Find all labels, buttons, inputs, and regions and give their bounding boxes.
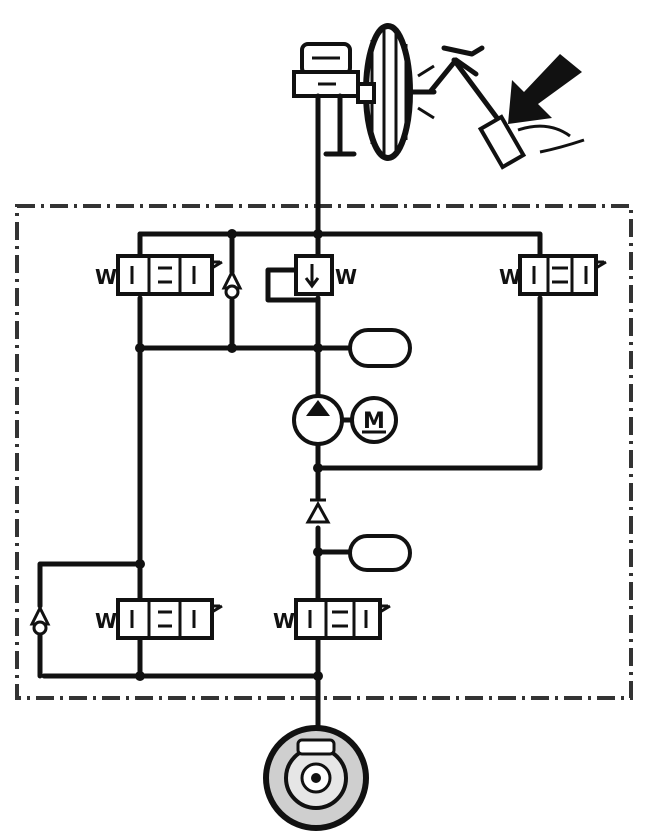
valve-label: W bbox=[335, 265, 357, 289]
check-valve-icon bbox=[305, 498, 331, 524]
accumulator-icon bbox=[348, 534, 412, 572]
valve-label: W bbox=[273, 609, 295, 633]
solenoid-valve-upper-right: W bbox=[499, 254, 607, 296]
valve-label: W bbox=[95, 265, 117, 289]
master-cylinder-icon bbox=[292, 42, 360, 98]
solenoid-valve-upper-left: W bbox=[95, 254, 223, 296]
solenoid-valve-lower-left: W bbox=[95, 598, 223, 640]
control-unit-boundary bbox=[15, 204, 633, 700]
motor-icon: M bbox=[350, 396, 398, 444]
accumulator-icon bbox=[348, 328, 412, 368]
check-valve-icon bbox=[29, 604, 51, 636]
brake-lines bbox=[37, 93, 543, 747]
brake-pedal-icon bbox=[427, 45, 527, 170]
valve-label: W bbox=[499, 265, 521, 289]
line-junctions bbox=[135, 229, 323, 681]
solenoid-valve-upper-middle: W bbox=[294, 254, 357, 296]
pump-icon bbox=[292, 394, 344, 446]
pressure-arrow-icon bbox=[508, 54, 585, 154]
solenoid-valve-lower-middle: W bbox=[273, 598, 391, 640]
motor-label: M bbox=[363, 409, 385, 434]
brake-booster-icon bbox=[356, 23, 437, 161]
check-valve-icon bbox=[221, 268, 243, 300]
valve-label: W bbox=[95, 609, 117, 633]
wheel-brake-icon bbox=[263, 725, 369, 831]
